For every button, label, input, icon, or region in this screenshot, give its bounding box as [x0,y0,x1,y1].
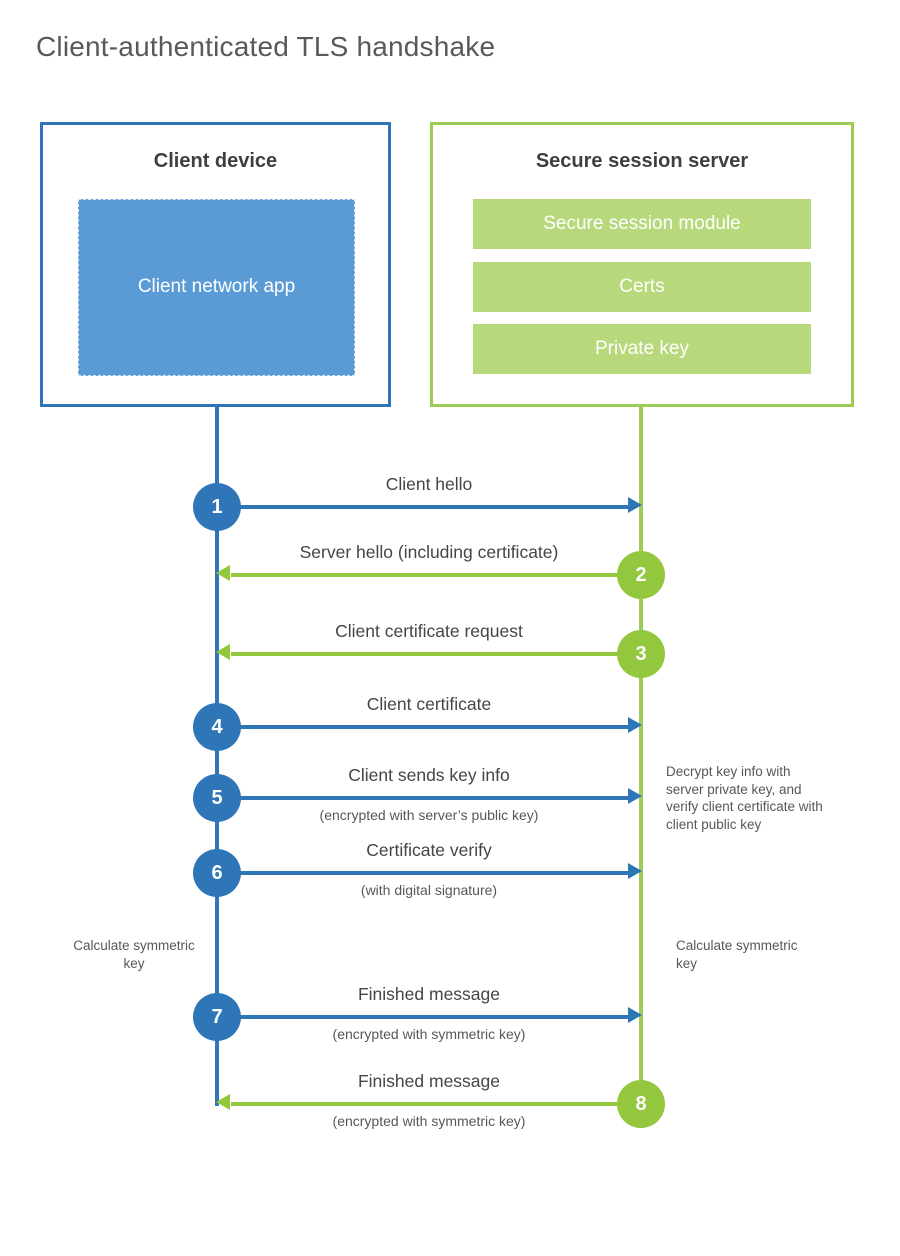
step-number-badge: 4 [193,703,241,751]
step-number-badge: 3 [617,630,665,678]
arrow-line [231,573,641,577]
step-number-badge: 2 [617,551,665,599]
step-sublabel: (encrypted with server’s public key) [319,807,539,823]
step-sublabel: (encrypted with symmetric key) [332,1113,526,1129]
client-lifeline [215,407,219,1106]
arrow-line [219,871,629,875]
step-label: Finished message [357,984,501,1004]
step-label: Server hello (including certificate) [299,542,559,562]
step-number-badge: 6 [193,849,241,897]
step-sublabel: (encrypted with symmetric key) [332,1026,526,1042]
server-lifeline [639,407,643,1106]
step-label: Client certificate [366,694,492,714]
client-device-box: Client device Client network app [40,122,391,407]
arrow-line [219,725,629,729]
arrow-line [219,796,629,800]
page-title: Client-authenticated TLS handshake [36,31,496,62]
server-module-private-key: Private key [473,324,811,374]
step-number-badge: 5 [193,774,241,822]
arrow-line [219,1015,629,1019]
step-label: Client hello [385,474,473,494]
secure-session-server-title: Secure session server [535,150,749,172]
arrow-line [231,1102,641,1106]
arrow-line [231,652,641,656]
secure-session-server-box: Secure session server Secure session mod… [430,122,854,407]
server-module-secure-session-module: Secure session module [473,199,811,249]
client-network-app-label: Client network app [137,276,296,298]
arrow-line [219,505,629,509]
arrow-left-icon [216,1094,230,1110]
note-decrypt-key-info: Decrypt key info with server private key… [666,764,823,832]
step-label: Client sends key info [348,765,510,785]
arrow-left-icon [216,644,230,660]
step-label: Finished message [357,1071,501,1091]
step-number-badge: 7 [193,993,241,1041]
arrow-left-icon [216,565,230,581]
step-label: Certificate verify [366,840,492,860]
note-calculate-symmetric-key-client: Calculate symmetric key [73,938,195,971]
arrow-right-icon [628,497,642,513]
server-module-certs: Certs [473,262,811,312]
step-number-badge: 1 [193,483,241,531]
arrow-right-icon [628,717,642,733]
arrow-right-icon [628,788,642,804]
arrow-right-icon [628,1007,642,1023]
step-number-badge: 8 [617,1080,665,1128]
note-calculate-symmetric-key-server: Calculate symmetric key [676,938,798,971]
client-network-app-box: Client network app [78,199,355,376]
client-device-title: Client device [153,150,278,172]
step-label: Client certificate request [335,621,523,641]
arrow-right-icon [628,863,642,879]
step-sublabel: (with digital signature) [360,882,498,898]
